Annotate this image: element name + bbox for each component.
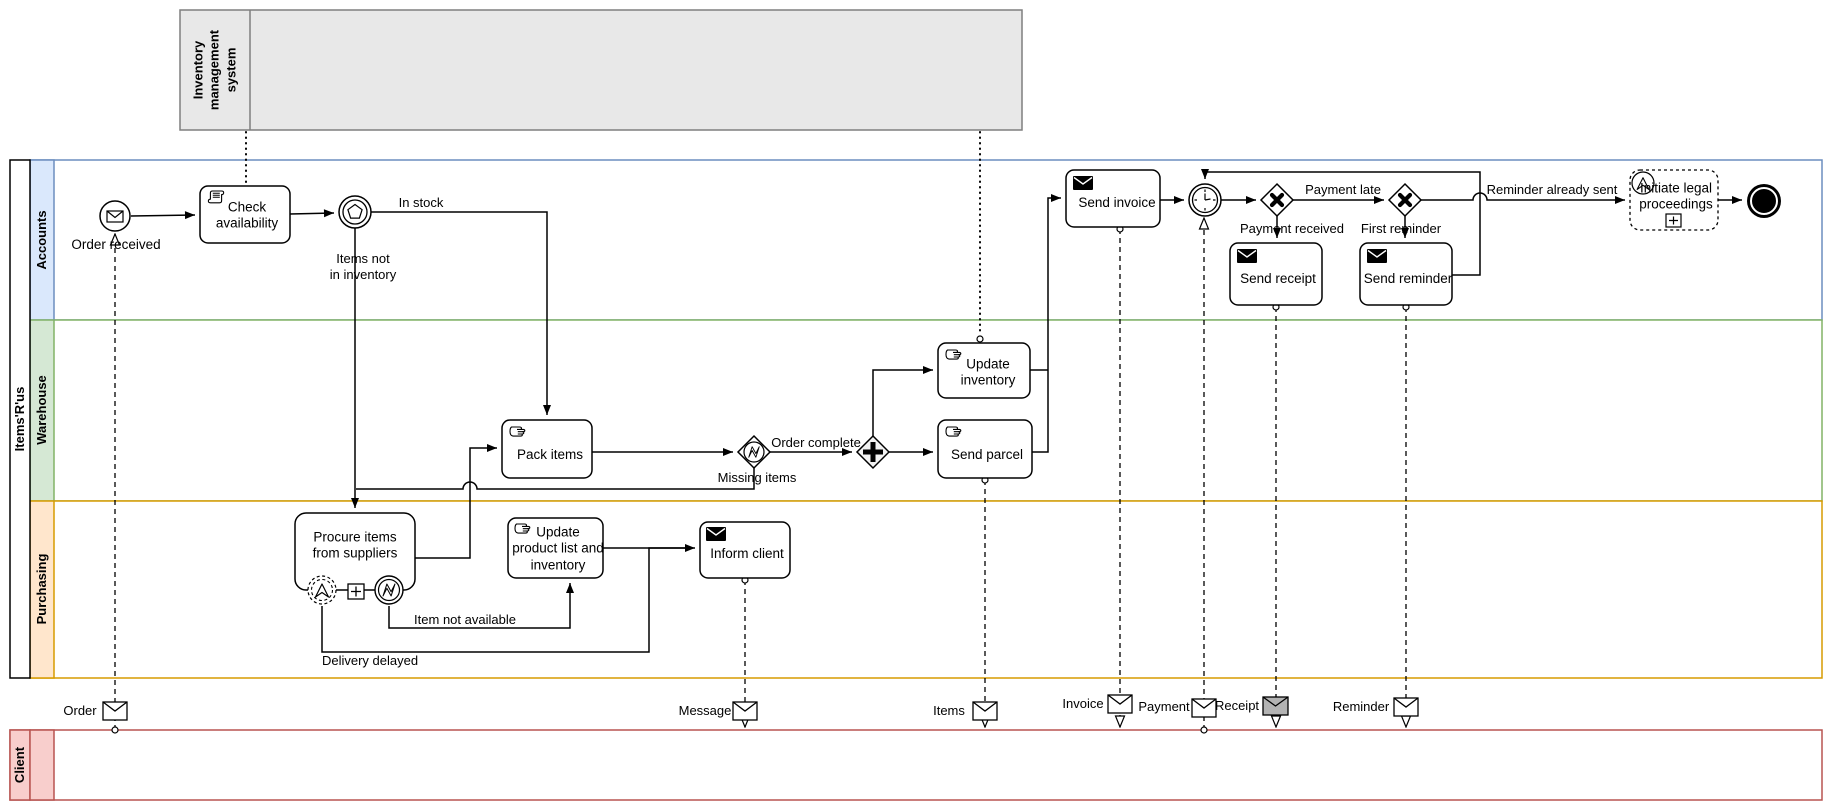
subprocess-plus-icon <box>1665 213 1682 228</box>
lane-label-accounts: Accounts <box>33 210 49 270</box>
flow-check-to-multiple-event <box>289 209 335 218</box>
label-message-payment: Payment <box>1138 699 1190 715</box>
flow-in-stock <box>371 211 551 415</box>
label-send-reminder: Send reminder <box>1363 270 1453 286</box>
pool-label-client: Client <box>11 746 27 784</box>
boundary-event-error[interactable] <box>374 575 404 605</box>
dotflow-endpoint <box>976 335 984 343</box>
task-inform-client[interactable] <box>699 521 791 579</box>
message-envelope-message[interactable] <box>732 701 758 721</box>
flow-to-send-invoice <box>1032 194 1061 453</box>
label-order-complete: Order complete <box>771 435 861 451</box>
clock-icon <box>1194 189 1216 211</box>
label-message-reminder: Reminder <box>1332 699 1390 715</box>
gateway-order-complete[interactable] <box>736 434 772 470</box>
send-message-icon <box>705 526 727 542</box>
start-event-order-received[interactable] <box>99 200 131 232</box>
label-item-not-available: Item not available <box>414 612 516 628</box>
label-first-reminder: First reminder <box>1360 221 1442 237</box>
event-subprocess-initiate-legal[interactable] <box>1629 169 1719 231</box>
plus-marker-icon <box>863 442 883 462</box>
label-check-availability: Check availability <box>215 199 279 231</box>
task-update-inventory[interactable] <box>937 342 1031 399</box>
label-send-receipt: Send receipt <box>1240 270 1316 286</box>
flow-procure-to-pack <box>415 444 497 559</box>
label-in-stock: In stock <box>398 195 444 211</box>
task-send-receipt[interactable] <box>1229 242 1323 306</box>
end-event-terminate[interactable] <box>1747 184 1781 218</box>
x-marker-icon <box>1397 192 1413 208</box>
label-message-invoice: Invoice <box>1062 696 1104 712</box>
label-inform-client: Inform client <box>710 545 784 561</box>
intermediate-event-timer[interactable] <box>1188 183 1222 217</box>
send-message-icon <box>1366 248 1388 264</box>
flow-parallel-to-update-inventory <box>872 366 933 436</box>
message-envelope-reminder[interactable] <box>1393 697 1419 717</box>
gateway-payment-exclusive[interactable] <box>1259 182 1295 218</box>
subprocess-procure-items[interactable] <box>294 512 416 605</box>
x-marker-icon <box>1269 192 1285 208</box>
message-envelope-receipt[interactable] <box>1262 696 1289 716</box>
label-reminder-already-sent: Reminder already sent <box>1486 182 1618 198</box>
lane-warehouse-body <box>29 319 1823 502</box>
intermediate-event-multiple[interactable] <box>338 195 372 229</box>
label-message-message: Message <box>678 703 732 719</box>
gateway-reminder-exclusive[interactable] <box>1387 182 1423 218</box>
label-missing-items: Missing items <box>717 470 797 486</box>
lane-label-warehouse: Warehouse <box>33 375 49 445</box>
label-delivery-delayed: Delivery delayed <box>321 653 419 669</box>
message-envelope-payment[interactable] <box>1191 698 1217 718</box>
send-message-icon <box>1072 175 1094 191</box>
label-payment-received: Payment received <box>1239 221 1345 237</box>
label-pack-items: Pack items <box>516 446 584 462</box>
pool-label-inventory-system: Inventory management system <box>190 29 239 111</box>
boundary-event-escalation[interactable] <box>307 575 337 605</box>
message-envelope-invoice[interactable] <box>1107 694 1133 714</box>
label-message-order: Order <box>63 703 97 719</box>
label-send-parcel: Send parcel <box>950 446 1024 462</box>
message-envelope-items[interactable] <box>972 701 998 721</box>
task-pack-items[interactable] <box>501 419 593 479</box>
lane-purchasing-band[interactable] <box>29 500 55 679</box>
flow-reminder-loop <box>1201 169 1481 276</box>
label-procure-items: Procure items from suppliers <box>312 529 398 561</box>
pentagon-icon <box>347 203 363 219</box>
pool-inventory-management-system[interactable] <box>179 9 1023 131</box>
message-envelope-order[interactable] <box>102 701 128 721</box>
flow-start-to-check <box>130 211 196 220</box>
label-payment-late: Payment late <box>1305 182 1381 198</box>
flow-item-not-available <box>388 583 574 629</box>
task-send-parcel[interactable] <box>937 419 1033 479</box>
label-update-inventory: Update inventory <box>960 356 1016 388</box>
lane-label-purchasing: Purchasing <box>33 553 49 625</box>
task-update-product-list[interactable] <box>507 517 604 579</box>
label-initiate-legal: Initiate legal proceedings <box>1639 180 1713 212</box>
pool-title-band[interactable] <box>9 159 31 679</box>
send-message-icon <box>1236 248 1258 264</box>
pool-label-items-r-us: Items'R'us <box>11 386 27 452</box>
gateway-parallel[interactable] <box>855 434 891 470</box>
label-send-invoice: Send invoice <box>1078 194 1156 210</box>
task-send-invoice[interactable] <box>1065 169 1161 228</box>
label-update-product-list: Update product list and inventory <box>512 524 604 573</box>
task-check-availability[interactable] <box>199 185 291 244</box>
task-send-reminder[interactable] <box>1359 242 1453 306</box>
flow-missing-items <box>356 468 755 490</box>
pool-client[interactable] <box>9 729 1823 801</box>
label-order-received: Order received <box>71 236 161 252</box>
label-message-items: Items <box>933 703 965 719</box>
message-icon <box>106 210 124 223</box>
label-items-not-in-inventory: Items not in inventory <box>329 251 397 282</box>
label-message-receipt: Receipt <box>1214 698 1260 714</box>
subprocess-plus-icon <box>347 583 365 600</box>
